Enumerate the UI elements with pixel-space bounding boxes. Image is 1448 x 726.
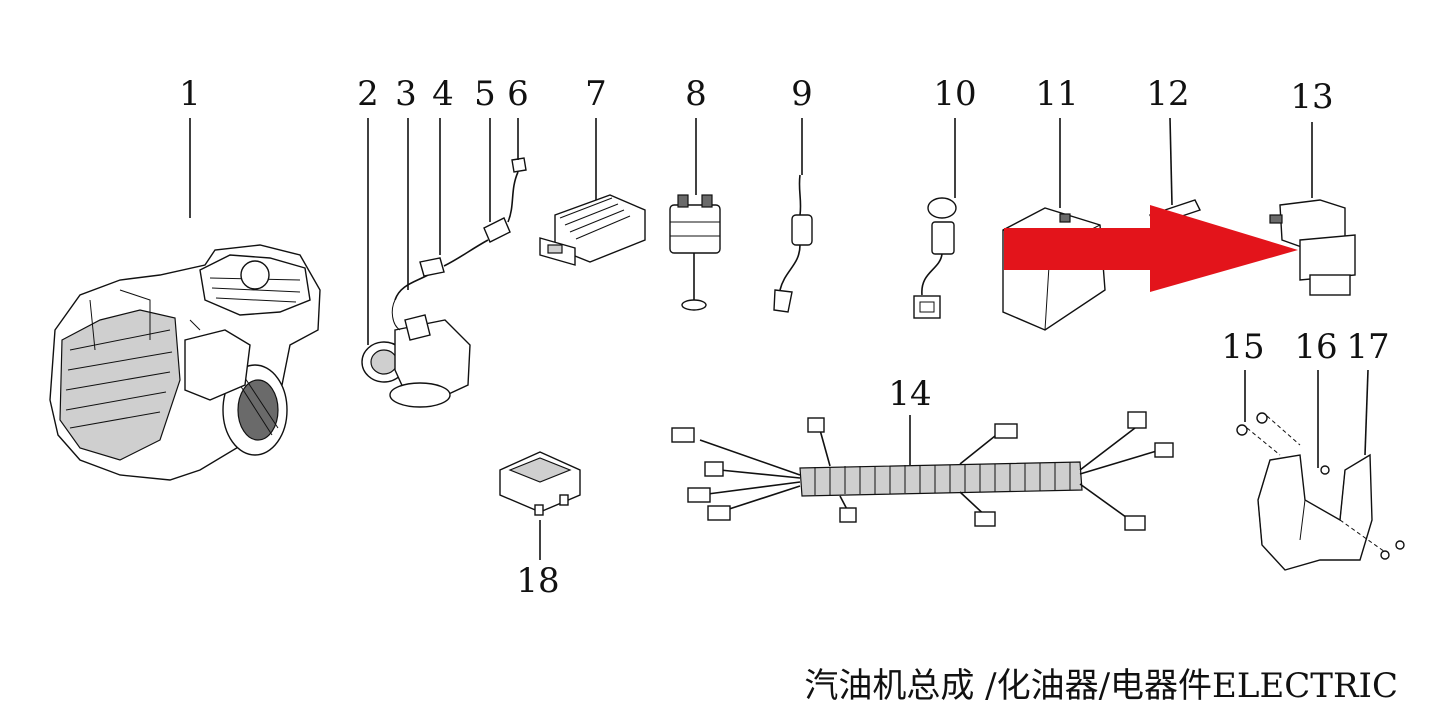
callout-7: 7 <box>585 74 607 114</box>
red-arrow-icon <box>1004 205 1298 292</box>
rectifier-regulator <box>539 194 646 266</box>
callout-4: 4 <box>432 74 454 114</box>
callout-11: 11 <box>1035 74 1078 114</box>
callout-17: 17 <box>1346 327 1389 367</box>
callout-13: 13 <box>1290 77 1333 117</box>
callout-9: 9 <box>791 74 813 114</box>
flasher-relay <box>1269 199 1356 296</box>
diagram-caption: 汽油机总成 /化油器/电器件ELECTRIC <box>804 666 1398 706</box>
callout-1: 1 <box>179 74 201 114</box>
callout-15: 15 <box>1221 327 1264 367</box>
mounting-bracket <box>1236 412 1405 571</box>
callout-8: 8 <box>685 74 707 114</box>
rocker-switch <box>499 451 581 516</box>
callout-12: 12 <box>1146 74 1189 114</box>
callout-14: 14 <box>888 374 931 414</box>
starter-relay <box>669 194 721 311</box>
highlight-arrow <box>1004 205 1298 292</box>
callout-6: 6 <box>507 74 529 114</box>
carburetor-assembly <box>361 157 527 408</box>
callout-labels: 1 2 3 4 5 6 7 8 9 10 11 12 13 14 15 16 1… <box>179 74 1389 601</box>
ignition-switch <box>913 197 957 319</box>
engine-assembly <box>49 244 321 481</box>
callout-16: 16 <box>1294 327 1337 367</box>
callout-3: 3 <box>395 74 417 114</box>
callout-5: 5 <box>474 74 496 114</box>
wiring-harness <box>671 411 1174 531</box>
ignition-coil-lead <box>773 174 813 313</box>
callout-2: 2 <box>357 74 379 114</box>
callout-18: 18 <box>516 561 559 601</box>
leader-lines <box>189 117 1369 560</box>
callout-10: 10 <box>933 74 976 114</box>
